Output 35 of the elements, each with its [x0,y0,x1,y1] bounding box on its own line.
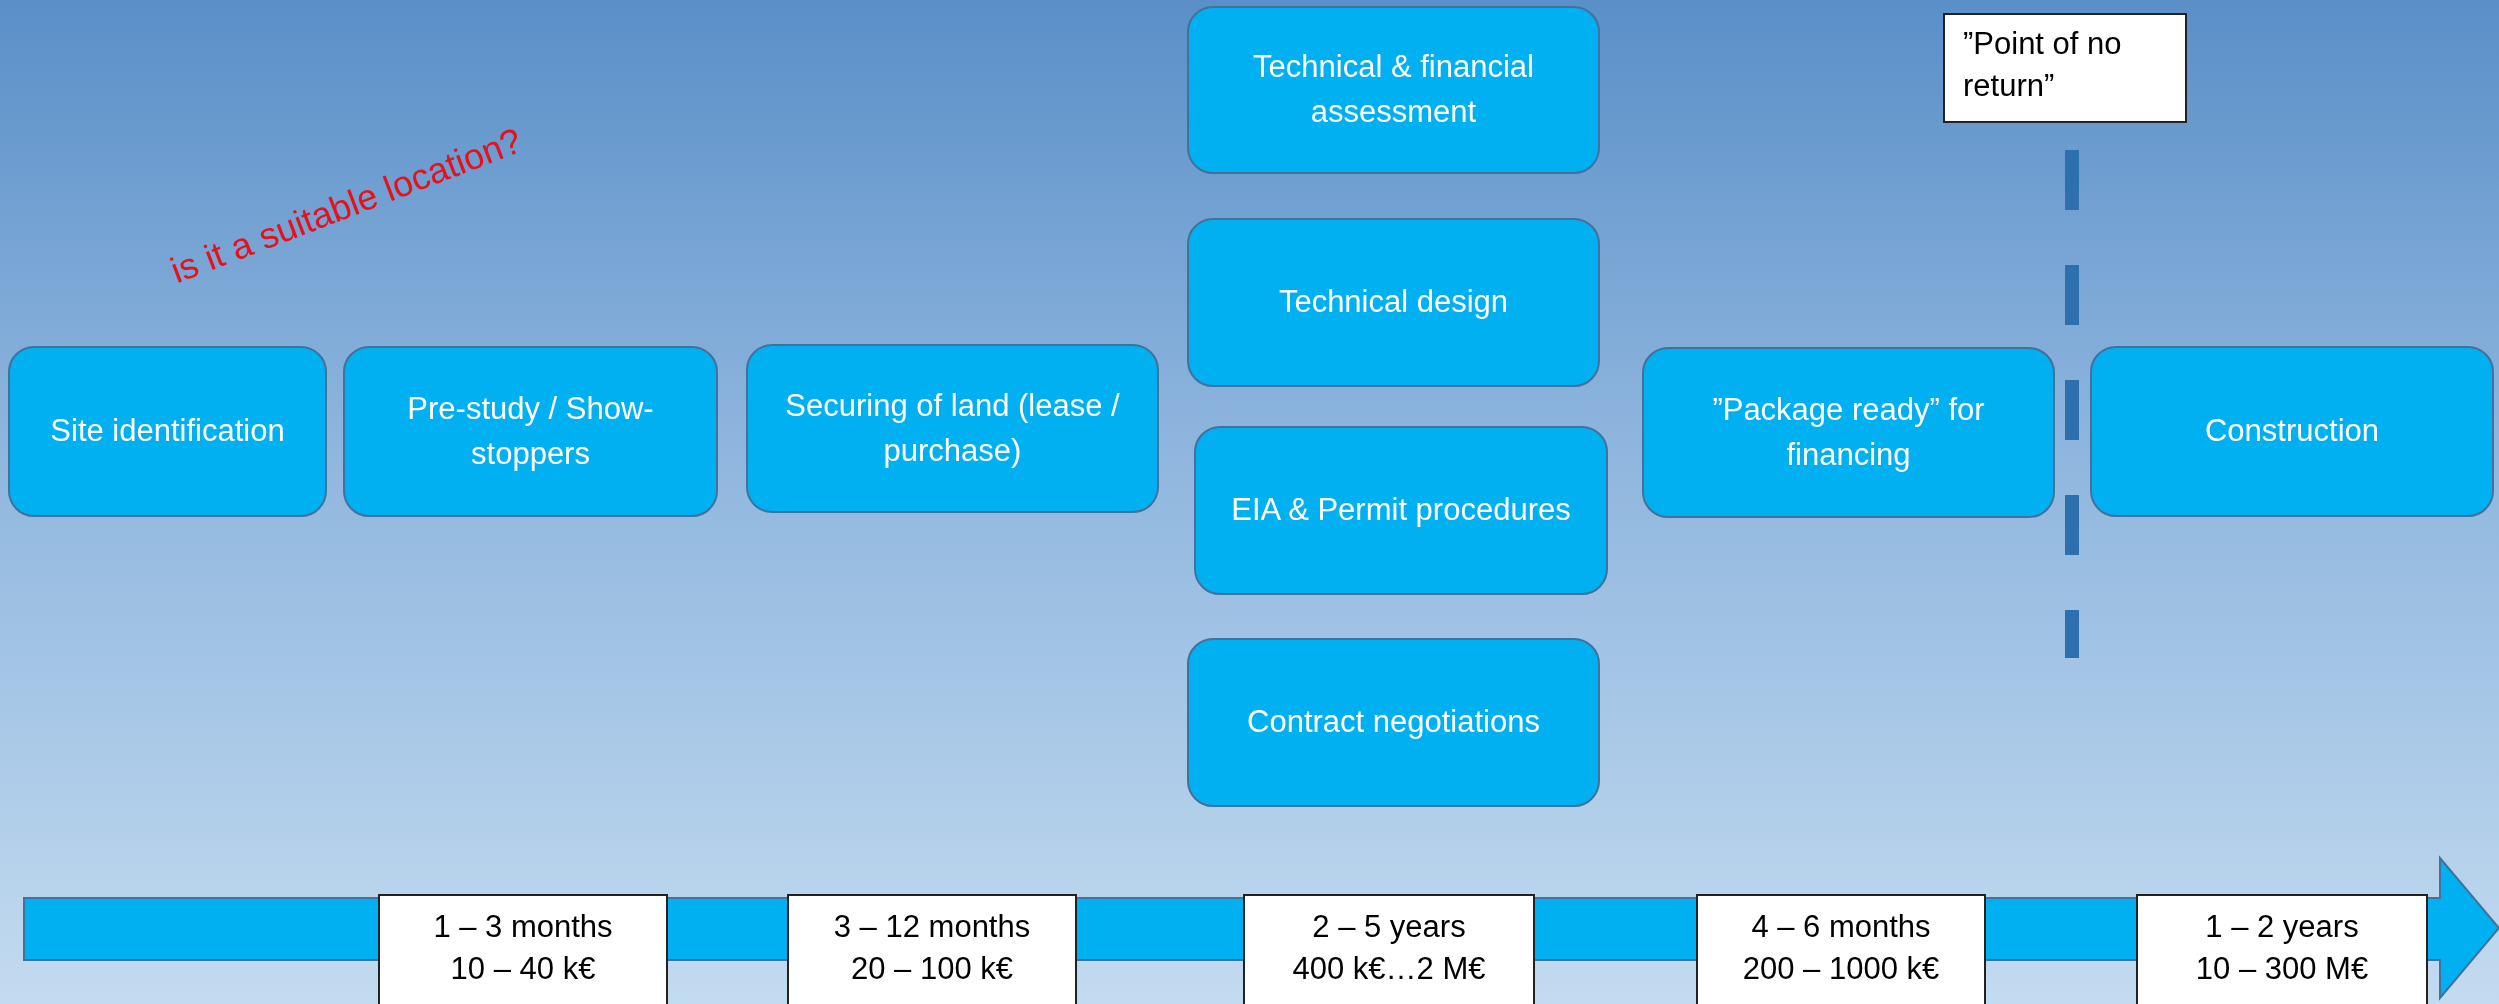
box-label: Site identification [50,412,285,451]
duration-cost-text: 2 – 5 years [1312,908,1466,946]
note-box [1943,13,2187,123]
box-label: Technical design [1278,283,1509,322]
process-box [1194,426,1608,595]
process-box [8,346,327,517]
box-label: Securing of land (lease / purchase) [784,386,1121,470]
process-box [1187,6,1600,174]
duration-cost-text: 3 – 12 months [833,908,1031,946]
box-label: EIA & Permit procedures [1231,491,1571,530]
process-box [343,346,718,517]
duration-cost-box [1243,894,1535,1004]
process-box [2090,346,2494,517]
duration-cost-box [2136,894,2428,1004]
duration-cost-text: 200 – 1000 k€ [1742,949,1940,988]
box-label: ”Point of no return” [1963,25,2123,105]
box-label: Pre-study / Show-stoppers [406,389,655,473]
box-label: ”Package ready” for financing [1711,390,1986,474]
duration-cost-box [378,894,668,1004]
process-box [1642,347,2055,518]
duration-cost-text: 1 – 3 months [433,908,613,946]
duration-cost-text: 10 – 300 M€ [2195,949,2369,988]
duration-cost-text: 10 – 40 k€ [450,949,596,988]
box-label: Technical & financial assessment [1252,48,1535,131]
process-box [746,344,1159,513]
box-label: Contract negotiations [1247,703,1540,742]
duration-cost-box [787,894,1077,1004]
duration-cost-box [1696,894,1986,1004]
box-label: Construction [2205,412,2379,451]
duration-cost-text: 1 – 2 years [2205,908,2359,946]
duration-cost-text: 4 – 6 months [1751,908,1931,946]
process-box [1187,218,1600,387]
duration-cost-text: 20 – 100 k€ [851,949,1013,988]
process-box [1187,638,1600,807]
duration-cost-text: 400 k€…2 M€ [1292,949,1486,988]
